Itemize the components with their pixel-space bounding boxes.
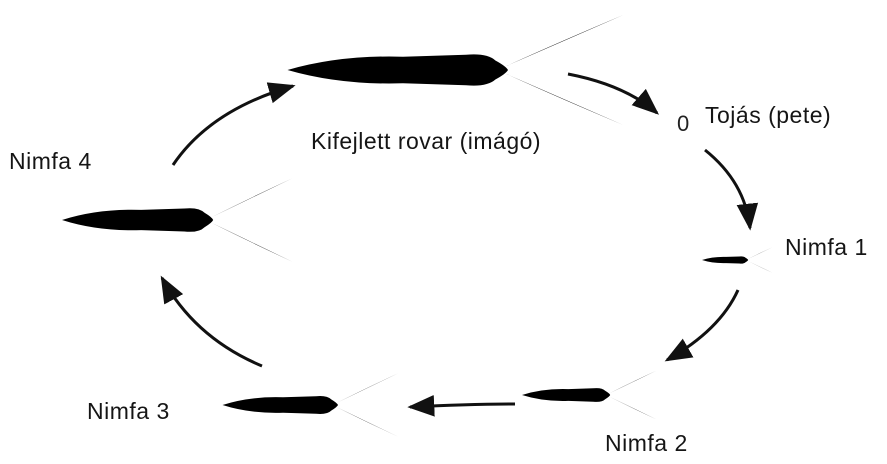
cycle-arrow-icon bbox=[705, 150, 750, 228]
nymph4-label: Nimfa 4 bbox=[9, 148, 92, 175]
adult-label: Kifejlett rovar (imágó) bbox=[311, 128, 541, 155]
nymph3-silverfish-icon bbox=[212, 373, 399, 437]
cycle-arrow-icon bbox=[667, 290, 738, 360]
nymph4-silverfish-icon bbox=[48, 178, 293, 262]
cycle-arrow-icon bbox=[173, 86, 293, 165]
cycle-arrow-icon bbox=[410, 404, 515, 407]
nymph1-label: Nimfa 1 bbox=[785, 234, 868, 261]
egg-icon: 0 bbox=[677, 111, 689, 137]
nymph1-silverfish-icon bbox=[698, 247, 773, 273]
egg-label: Tojás (pete) bbox=[705, 102, 831, 129]
nymph2-label: Nimfa 2 bbox=[605, 430, 688, 457]
nymph2-silverfish-icon bbox=[514, 371, 657, 420]
cycle-arrow-icon bbox=[568, 74, 657, 113]
nymph3-label: Nimfa 3 bbox=[87, 398, 170, 425]
silverfish-adult-icon bbox=[267, 15, 624, 125]
cycle-arrow-icon bbox=[162, 278, 262, 366]
